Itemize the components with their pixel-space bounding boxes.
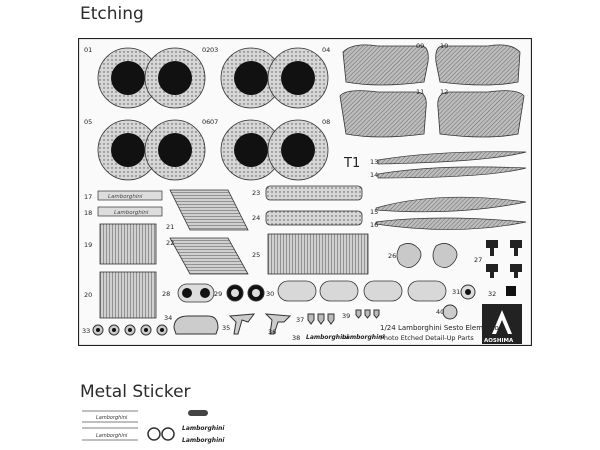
plate-part-34 <box>173 315 219 335</box>
part-number-13: 13 <box>370 158 378 166</box>
part-number-16: 16 <box>370 221 378 229</box>
part-number-26: 26 <box>388 252 396 260</box>
sticker-script-1: Lamborghini <box>96 415 128 421</box>
part-number-22: 22 <box>166 239 174 247</box>
part-number-14: 14 <box>370 171 378 179</box>
part-number-29: 29 <box>214 290 222 298</box>
blade-parts <box>375 151 527 230</box>
part-number-01: 01 <box>84 46 92 54</box>
part-number-33: 33 <box>82 327 90 335</box>
emblem-parts <box>396 243 458 268</box>
fret-caption-line1: 1/24 Lamborghini Sesto Elemento <box>380 324 499 332</box>
sticker-script-4: Lamborghini <box>182 437 225 444</box>
part-number-19: 19 <box>84 241 92 249</box>
lens-parts <box>277 280 447 302</box>
part-number-35: 35 <box>222 324 230 332</box>
part-number-38: 38 <box>292 334 300 342</box>
sticker-script-3: Lamborghini <box>182 425 225 432</box>
part-number-32: 32 <box>488 290 496 298</box>
part-number-18: 18 <box>84 209 92 217</box>
grille-parts <box>99 223 157 319</box>
clip-parts <box>486 240 522 278</box>
intake-mesh-parts <box>339 44 525 138</box>
part-number-04: 04 <box>322 46 330 54</box>
aoshima-logo <box>482 304 522 344</box>
script-text-38b: Lamborghini <box>342 334 385 341</box>
sticker-script-2: Lamborghini <box>96 433 128 439</box>
metal-sticker-strip: Lamborghini Lamborghini Lamborghini Lamb… <box>82 410 225 444</box>
small-round-parts <box>177 283 265 303</box>
script-text-17: Lamborghini <box>108 194 143 200</box>
part-number-27: 27 <box>474 256 482 264</box>
part-number-20: 20 <box>84 291 92 299</box>
cap-part-40 <box>442 304 458 320</box>
script-plate-parts <box>97 190 163 217</box>
part-number-09: 09 <box>416 42 424 50</box>
metal-sticker-heading: Metal Sticker <box>80 382 191 402</box>
part-number-06: 06 <box>202 118 210 126</box>
script-text-18: Lamborghini <box>114 210 149 216</box>
bracket-parts <box>228 313 292 335</box>
part-number-15: 15 <box>370 208 378 216</box>
slanted-grille-parts <box>169 189 249 275</box>
part-number-17: 17 <box>84 193 92 201</box>
part-number-28: 28 <box>162 290 170 298</box>
large-grille-part <box>267 233 369 275</box>
part-number-05: 05 <box>84 118 92 126</box>
aoshima-logo-text: AOSHIMA <box>484 338 514 344</box>
part-number-34: 34 <box>164 314 172 322</box>
part-number-36: 36 <box>268 328 276 336</box>
part-number-11: 11 <box>416 88 424 96</box>
part-number-37: 37 <box>296 316 304 324</box>
brake-disc-parts-row1 <box>97 47 329 109</box>
mesh-bar-parts <box>265 185 363 226</box>
part-number-03: 03 <box>210 46 218 54</box>
part-number-25: 25 <box>252 251 260 259</box>
part-number-40: 40 <box>436 308 444 316</box>
part-number-23: 23 <box>252 189 260 197</box>
button-parts <box>460 284 516 300</box>
part-number-07: 07 <box>210 118 218 126</box>
bolt-parts <box>92 324 168 336</box>
brake-disc-parts-row2 <box>97 119 329 181</box>
part-number-30: 30 <box>266 290 274 298</box>
fret-caption-line2: Photo Etched Detail-Up Parts <box>380 334 474 342</box>
part-number-12: 12 <box>440 88 448 96</box>
part-number-08: 08 <box>322 118 330 126</box>
part-number-24: 24 <box>252 214 260 222</box>
part-number-21: 21 <box>166 223 174 231</box>
etching-heading: Etching <box>80 4 144 24</box>
part-number-31: 31 <box>452 288 460 296</box>
part-number-02: 02 <box>202 46 210 54</box>
part-number-10: 10 <box>440 42 448 50</box>
sheet-label: T1 <box>343 156 360 171</box>
part-number-39: 39 <box>342 312 350 320</box>
shield-parts <box>307 309 380 325</box>
script-text-38a: Lamborghini <box>306 334 349 341</box>
